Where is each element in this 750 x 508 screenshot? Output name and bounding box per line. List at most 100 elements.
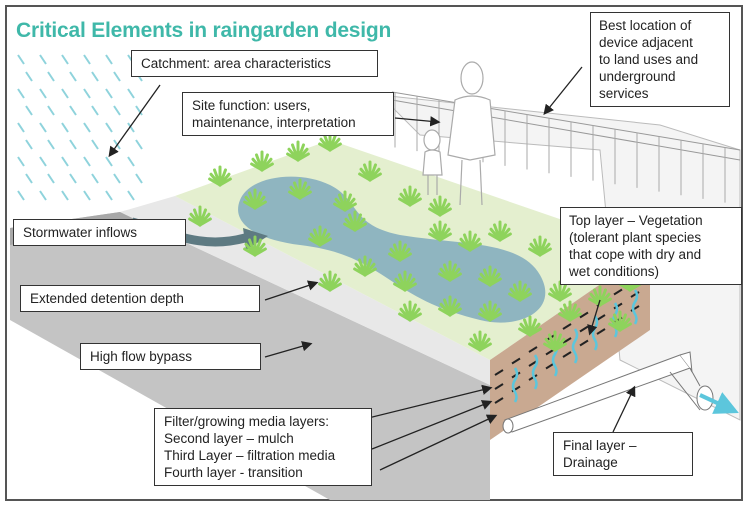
plant-icon bbox=[288, 178, 312, 200]
label-text: Stormwater inflows bbox=[23, 225, 138, 240]
rain-drop bbox=[69, 71, 77, 82]
plant-icon bbox=[548, 280, 572, 302]
plant-leaf bbox=[353, 222, 367, 232]
plant-leaf bbox=[368, 172, 382, 182]
rain-drop bbox=[91, 139, 99, 150]
label-line: Drainage bbox=[563, 455, 618, 470]
plant-leaf bbox=[528, 327, 542, 337]
soil-dash bbox=[494, 397, 504, 404]
soil-dash bbox=[511, 357, 521, 365]
plant-icon bbox=[318, 130, 342, 152]
plant-leaf bbox=[408, 197, 422, 207]
plant-leaf bbox=[438, 232, 452, 242]
label-line: Site function: users, bbox=[192, 98, 311, 113]
rain-drop bbox=[113, 105, 121, 116]
label-best-location: Best location of device adjacent to land… bbox=[590, 12, 730, 107]
plant-icon bbox=[398, 300, 422, 322]
label-line: that cope with dry and bbox=[569, 247, 702, 262]
soil-dash bbox=[528, 346, 538, 353]
rain-drop bbox=[61, 54, 69, 65]
rain-drop bbox=[135, 139, 143, 150]
plant-icon bbox=[478, 265, 502, 287]
label-line: Filter/growing media layers: bbox=[164, 414, 330, 429]
rain-drop bbox=[113, 173, 121, 184]
plant-icon bbox=[308, 225, 332, 247]
plant-icon bbox=[543, 330, 567, 352]
plant-leaf bbox=[498, 232, 512, 242]
plant-icon bbox=[478, 300, 502, 322]
plant-icon bbox=[428, 220, 452, 242]
plant-icon bbox=[343, 210, 367, 232]
arrow-final-layer bbox=[612, 385, 636, 433]
plant-icon bbox=[468, 330, 492, 352]
plant-icon bbox=[393, 270, 417, 292]
rain-drop bbox=[47, 173, 55, 184]
plant-icon bbox=[353, 255, 377, 277]
label-extended-detention: Extended detention depth bbox=[20, 285, 260, 312]
plant-icon bbox=[398, 185, 422, 207]
rain-drop bbox=[39, 156, 47, 167]
label-line: Final layer – bbox=[563, 438, 637, 453]
drainage-pipe bbox=[502, 351, 714, 434]
plant-leaf bbox=[298, 190, 312, 200]
arrow-detention bbox=[264, 280, 319, 301]
plant-leaf bbox=[518, 292, 532, 302]
plant-icon bbox=[286, 140, 310, 162]
plant-leaf bbox=[553, 342, 567, 352]
soil-dash bbox=[494, 369, 504, 376]
rain-drop bbox=[17, 156, 25, 167]
plant-leaf bbox=[296, 152, 310, 162]
label-top-layer: Top layer – Vegetation (tolerant plant s… bbox=[560, 207, 742, 285]
label-high-flow-bypass: High flow bypass bbox=[80, 343, 261, 370]
plant-leaf bbox=[363, 267, 377, 277]
label-text: High flow bypass bbox=[90, 349, 193, 364]
rain-drop bbox=[61, 156, 69, 167]
rain-drop bbox=[135, 173, 143, 184]
plant-icon bbox=[528, 235, 552, 257]
plant-leaf bbox=[253, 247, 267, 257]
rain-drop bbox=[17, 190, 25, 201]
label-filter-layers: Filter/growing media layers: Second laye… bbox=[154, 408, 372, 486]
arrow-catchment bbox=[108, 84, 161, 158]
label-catchment: Catchment: area characteristics bbox=[131, 50, 378, 77]
soil-dash bbox=[596, 328, 606, 335]
plant-icon bbox=[608, 310, 632, 332]
rain-drop bbox=[47, 139, 55, 150]
soil-dash bbox=[562, 351, 572, 358]
rain-drop bbox=[127, 156, 135, 167]
rain-drop bbox=[69, 105, 77, 116]
rain-drop bbox=[39, 122, 47, 133]
plant-leaf bbox=[218, 177, 232, 187]
plant-leaf bbox=[328, 142, 342, 152]
plant-leaf bbox=[478, 342, 492, 352]
plant-leaf bbox=[448, 272, 462, 282]
soil-dash bbox=[494, 383, 504, 390]
plant-leaf bbox=[343, 202, 357, 212]
rain-drop bbox=[83, 190, 91, 201]
arrow-best-location bbox=[543, 66, 583, 116]
rain-drop bbox=[25, 105, 33, 116]
rain-drop bbox=[25, 173, 33, 184]
plant-icon bbox=[333, 190, 357, 212]
soil-dash bbox=[562, 337, 572, 344]
plant-leaf bbox=[628, 282, 642, 292]
water-drop bbox=[631, 289, 639, 325]
label-line: (tolerant plant species bbox=[569, 230, 702, 245]
rain-drop bbox=[83, 122, 91, 133]
rain-drop bbox=[69, 139, 77, 150]
plant-leaf bbox=[328, 282, 342, 292]
people-figures bbox=[422, 61, 496, 206]
page-title: Critical Elements in raingarden design bbox=[16, 19, 392, 42]
water-drop bbox=[531, 354, 539, 390]
label-line: maintenance, interpretation bbox=[192, 115, 356, 130]
arrow-layer-3 bbox=[371, 400, 493, 450]
rain-drop bbox=[47, 105, 55, 116]
water-drop bbox=[511, 367, 519, 403]
rain-drop bbox=[25, 139, 33, 150]
rain-drop bbox=[17, 88, 25, 99]
rain-drop bbox=[105, 156, 113, 167]
rain-drop bbox=[39, 54, 47, 65]
rain-drop bbox=[127, 122, 135, 133]
label-line: Fourth layer - transition bbox=[164, 465, 303, 480]
label-text: Extended detention depth bbox=[30, 291, 184, 306]
